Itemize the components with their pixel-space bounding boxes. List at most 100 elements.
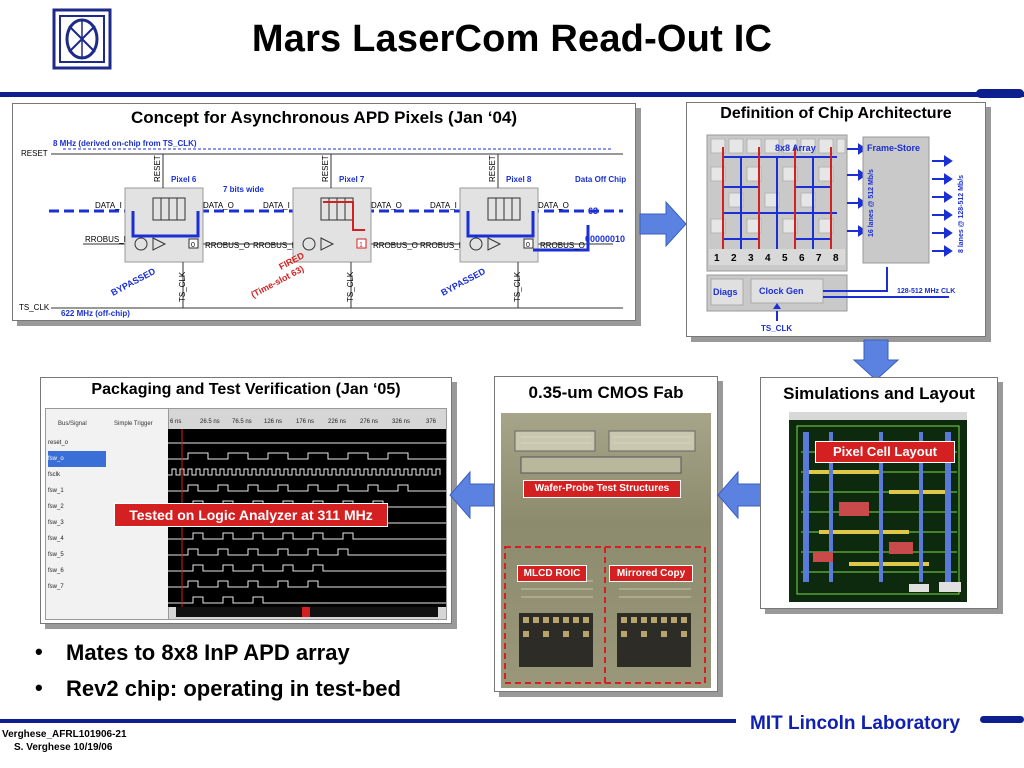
time-tick: 326 ns [392,419,411,425]
footer-author-date: S. Verghese 10/19/06 [14,742,113,753]
ts-clk-label-7: TS_CLK [346,271,355,302]
arrow-left-icon [448,470,496,525]
rrobus-o-label-8: RROBUS_O [540,241,585,250]
signal-row[interactable]: fsw_1 [48,488,64,494]
footer-doc-id: Verghese_AFRL101906-21 [2,729,127,740]
time-tick: 126 ns [264,419,283,425]
time-tick: 6 ns [170,419,182,425]
time-tick: 176 ns [296,419,315,425]
rrobus-i-label-8: RROBUS_I [420,241,461,250]
ts-clk-label-8: TS_CLK [513,271,522,302]
signal-row[interactable]: fsw_7 [48,584,64,590]
header-rule [0,92,1024,97]
bit-value-8: 0 [526,242,530,249]
logic-analyzer-tag: Tested on Logic Analyzer at 311 MHz [114,503,388,527]
data-i-label-6: DATA_I [95,201,122,210]
time-tick: 76.5 ns [232,419,252,425]
bullet-dot: • [35,639,43,664]
array-label: 8x8 Array [775,143,816,153]
header-rule-cap [976,89,1024,98]
footer-rule-right [980,716,1024,723]
trigger-header: Simple Trigger [114,421,153,427]
mhz622-label: 622 MHz (off-chip) [61,309,130,318]
ts-clk-label-6: TS_CLK [178,271,187,302]
ts-clk-label: TS_CLK [19,303,50,312]
bit-value-7: 1 [359,242,363,249]
concept-title: Concept for Asynchronous APD Pixels (Jan… [130,108,518,127]
simulation-title: Simulations and Layout [783,384,975,403]
col-1: 1 [714,253,720,264]
arrow-left-icon [716,470,764,525]
reset-label-8: RESET [488,155,497,182]
data-off-chip-label: Data Off Chip [575,175,626,184]
col-2: 2 [731,253,737,264]
signal-row[interactable]: fsw_4 [48,536,64,542]
rrobus-o-label-6: RROBUS_O [205,241,250,250]
signal-row[interactable]: fsw_o [48,451,106,467]
col-8: 8 [833,253,839,264]
data-o-label-8: DATA_O [538,201,569,210]
packaging-panel: Packaging and Test Verification (Jan ‘05… [40,377,452,624]
framestore-label: Frame-Store [867,143,920,153]
time-tick: 276 ns [360,419,379,425]
lincoln-lab-logo [52,8,112,70]
arrow-down-icon [852,338,900,387]
lanes8-label: 8 lanes @ 128-512 Mb/s [958,175,965,253]
architecture-diagram: 8x8 Array 1 2 3 4 5 6 7 8 Frame-Store [706,134,965,333]
pixel-7-label: Pixel 7 [339,175,365,184]
time-ruler: 6 ns 26.5 ns 76.5 ns 126 ns 176 ns 226 n… [168,419,446,429]
pixel-block-7 [292,187,372,263]
pixel-block-6 [124,187,204,263]
bypassed-label-2: BYPASSED [439,266,487,298]
signal-row[interactable]: fsw_3 [48,520,64,526]
signal-row[interactable]: fsw_6 [48,568,64,574]
mlcd-roic-tag: MLCD ROIC [517,565,587,582]
architecture-panel: Definition of Chip Architecture 8x8 Arra… [686,102,986,337]
lanes16-label: 16 lanes @ 512 Mb/s [868,169,875,237]
mhz8-label: 8 MHz (derived on-chip from TS_CLK) [53,139,197,148]
bus-signal-header: Bus/Signal [58,421,87,427]
time-tick: 376 [426,419,437,425]
arch-ts-clk-label: TS_CLK [761,324,792,333]
bits-label: 7 bits wide [223,185,264,194]
reset-label-6: RESET [153,155,162,182]
data-o-label-7: DATA_O [371,201,402,210]
packaging-title: Packaging and Test Verification (Jan ‘05… [91,381,401,398]
clk-label: 128-512 MHz CLK [897,288,955,295]
bypassed-label-1: BYPASSED [109,266,157,298]
page-title: Mars LaserCom Read-Out IC [251,18,773,60]
diags-label: Diags [713,287,738,297]
signal-row[interactable]: reset_o [48,440,69,446]
signal-row[interactable]: fsw_2 [48,504,64,510]
time-tick: 226 ns [328,419,347,425]
signal-list: reset_o fsw_o fsclk fsw_1 fsw_2 fsw_3 fs… [48,435,106,595]
simulation-panel: Simulations and Layout Pixel Cell Layout [760,377,998,609]
rrobus-i-label-7: RROBUS_I [253,241,294,250]
rrobus-o-label-7: RROBUS_O [373,241,418,250]
data-i-label-8: DATA_I [430,201,457,210]
data-i-label-7: DATA_I [263,201,290,210]
pixel-cell-layout-tag: Pixel Cell Layout [815,441,955,463]
architecture-title: Definition of Chip Architecture [720,105,952,122]
signal-row[interactable]: fsw_5 [48,552,64,558]
footer-rule [0,719,736,723]
mirrored-copy-tag: Mirrored Copy [609,565,693,582]
reset-label: RESET [21,149,48,158]
pixel-8-label: Pixel 8 [506,175,532,184]
bit-value-6: 0 [191,242,195,249]
scroll-marker-icon[interactable] [302,607,310,617]
col-6: 6 [799,253,805,264]
pixel-6-label: Pixel 6 [171,175,197,184]
col-4: 4 [765,253,771,264]
concept-panel: Concept for Asynchronous APD Pixels (Jan… [12,103,636,321]
bullet-item-2: Rev2 chip: operating in test-bed [66,676,401,701]
wafer-probe-tag: Wafer-Probe Test Structures [523,480,681,498]
signal-row[interactable]: fsclk [48,472,60,478]
bullet-item-1: Mates to 8x8 InP APD array [66,640,350,665]
pixel-block-8 [459,187,539,263]
col-3: 3 [748,253,754,264]
col-7: 7 [816,253,822,264]
apd-pixel-diagram: 8 MHz (derived on-chip from TS_CLK) RESE… [19,139,626,318]
time-tick: 26.5 ns [200,419,220,425]
bit-out-label: 63 [588,206,598,216]
